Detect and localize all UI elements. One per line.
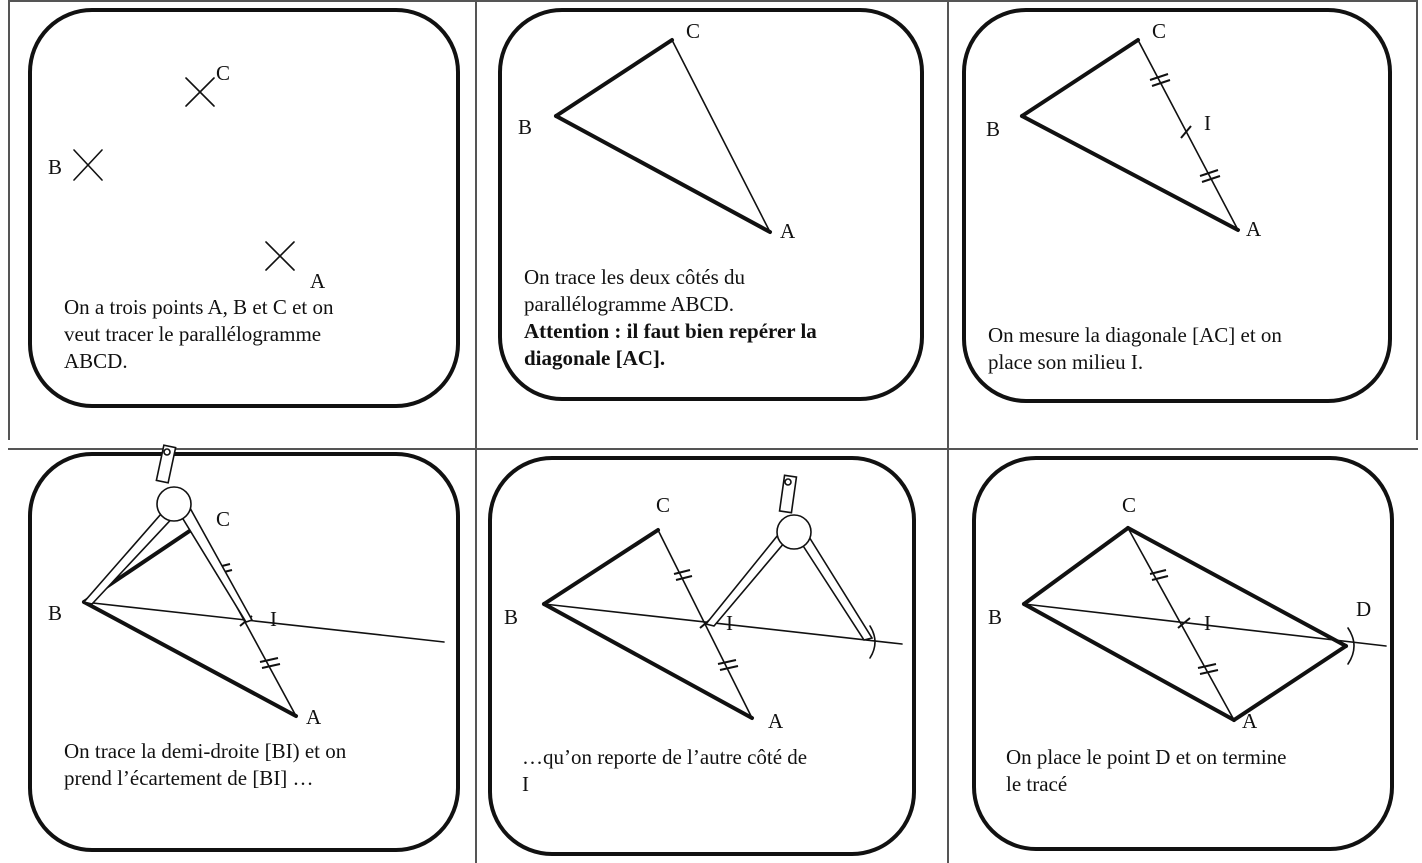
compass-icon bbox=[704, 474, 874, 641]
point-a-cross bbox=[265, 241, 295, 271]
half-line-bi bbox=[543, 603, 903, 645]
point-c-label: C bbox=[1152, 19, 1166, 43]
step-5-panel: C B I A …qu’on reporte de l’autre côté d… bbox=[488, 456, 916, 856]
side-ba bbox=[542, 602, 754, 720]
point-b-label: B bbox=[504, 605, 518, 629]
midpoint-tick bbox=[1180, 125, 1192, 139]
point-c-label: C bbox=[686, 19, 700, 43]
caption-line: le tracé bbox=[1006, 772, 1068, 796]
side-ba bbox=[1020, 114, 1240, 232]
point-b-label: B bbox=[518, 115, 532, 139]
equal-mark-upper bbox=[1149, 73, 1171, 87]
step-1-caption: On a trois points A, B et C et on veut t… bbox=[64, 294, 334, 375]
point-i-label: I bbox=[270, 607, 277, 631]
point-b-label: B bbox=[986, 117, 1000, 141]
step-6-caption: On place le point D et on termine le tra… bbox=[1006, 744, 1287, 798]
equal-mark-upper bbox=[1149, 569, 1169, 581]
point-a-label: A bbox=[1242, 709, 1258, 733]
equal-mark-upper bbox=[673, 569, 693, 581]
caption-line: On place le point D et on termine bbox=[1006, 745, 1287, 769]
step-6-figure: C B I D A bbox=[988, 493, 1387, 733]
grid-line-middle bbox=[8, 448, 1418, 450]
step-2-panel: C B A On trace les deux côtés du parallé… bbox=[498, 8, 924, 401]
equal-mark-lower bbox=[259, 657, 281, 669]
point-c-label: C bbox=[1122, 493, 1136, 517]
caption-line: On a trois points A, B et C et on bbox=[64, 295, 334, 319]
grid-line-right bbox=[1416, 0, 1418, 440]
equal-mark-lower bbox=[1199, 169, 1221, 183]
side-ba bbox=[1022, 602, 1236, 722]
caption-line: prend l’écartement de [BI] … bbox=[64, 766, 314, 790]
point-c-cross bbox=[185, 77, 215, 107]
diagonal-ac bbox=[1137, 39, 1239, 231]
side-da bbox=[1232, 644, 1348, 722]
step-2-figure: C B A bbox=[518, 19, 796, 243]
compass-icon bbox=[82, 444, 254, 623]
caption-line: parallélogramme ABCD. bbox=[524, 292, 734, 316]
step-1-figure: C B A bbox=[48, 61, 326, 293]
point-a-label: A bbox=[1246, 217, 1262, 241]
arc-mark bbox=[869, 625, 876, 659]
step-4-caption: On trace la demi-droite [BI) et on prend… bbox=[64, 738, 346, 792]
step-2-caption: On trace les deux côtés du parallélogram… bbox=[524, 264, 817, 372]
grid-line-top bbox=[8, 0, 1418, 2]
step-3-figure: C B I A bbox=[986, 19, 1262, 241]
caption-line: On trace la demi-droite [BI) et on bbox=[64, 739, 347, 763]
point-d-label: D bbox=[1356, 597, 1371, 621]
step-5-caption: …qu’on reporte de l’autre côté de I bbox=[522, 744, 807, 798]
caption-line: On trace les deux côtés du bbox=[524, 265, 746, 289]
caption-line: I bbox=[522, 772, 529, 796]
side-bc bbox=[1020, 38, 1140, 118]
side-bc bbox=[554, 38, 674, 118]
side-ba bbox=[554, 114, 772, 234]
step-4-figure: C B I A bbox=[48, 444, 445, 729]
step-6-panel: C B I D A On place le point D et on term… bbox=[972, 456, 1394, 851]
point-b-label: B bbox=[988, 605, 1002, 629]
equal-mark-lower bbox=[717, 659, 739, 671]
point-b-label: B bbox=[48, 155, 62, 179]
point-c-label: C bbox=[216, 61, 230, 85]
caption-line: Attention : il faut bien repérer la bbox=[524, 319, 817, 343]
point-b-cross bbox=[73, 149, 103, 181]
caption-line: veut tracer le parallélogramme bbox=[64, 322, 322, 346]
point-i-label: I bbox=[726, 611, 733, 635]
diagonal-ac bbox=[671, 39, 771, 233]
grid-line-left bbox=[8, 0, 10, 440]
grid-line-col1 bbox=[475, 0, 477, 863]
point-b-label: B bbox=[48, 601, 62, 625]
half-line-bi bbox=[1023, 603, 1387, 647]
side-cd bbox=[1126, 526, 1348, 648]
step-5-figure: C B I A bbox=[504, 474, 903, 733]
grid-line-col2 bbox=[947, 0, 949, 863]
midpoint-tick bbox=[1177, 617, 1191, 629]
step-1-panel: C B A On a trois points A, B et C et on … bbox=[28, 8, 460, 408]
point-i-label: I bbox=[1204, 611, 1211, 635]
half-line-bi bbox=[83, 601, 445, 643]
caption-line: …qu’on reporte de l’autre côté de bbox=[522, 745, 808, 769]
caption-line: ABCD. bbox=[64, 349, 128, 373]
caption-line: place son milieu I. bbox=[988, 350, 1144, 374]
point-c-label: C bbox=[656, 493, 670, 517]
equal-mark-lower bbox=[1197, 663, 1219, 675]
side-ba bbox=[82, 600, 298, 718]
point-a-label: A bbox=[306, 705, 322, 729]
step-3-caption: On mesure la diagonale [AC] et on place … bbox=[988, 322, 1282, 376]
caption-line: diagonale [AC]. bbox=[524, 346, 666, 370]
diagonal-ac bbox=[1127, 527, 1235, 721]
point-a-label: A bbox=[780, 219, 796, 243]
side-bc bbox=[542, 528, 660, 606]
point-a-label: A bbox=[310, 269, 326, 293]
arc-mark bbox=[1347, 627, 1355, 665]
side-bc bbox=[1022, 526, 1130, 606]
point-c-label: C bbox=[216, 507, 230, 531]
step-4-panel: C B I A On trace la demi-droite [BI) et … bbox=[28, 444, 460, 852]
point-a-label: A bbox=[768, 709, 784, 733]
caption-line: On mesure la diagonale [AC] et on bbox=[988, 323, 1282, 347]
step-3-panel: C B I A On mesure la diagonale [AC] et o… bbox=[962, 8, 1392, 403]
point-i-label: I bbox=[1204, 111, 1211, 135]
